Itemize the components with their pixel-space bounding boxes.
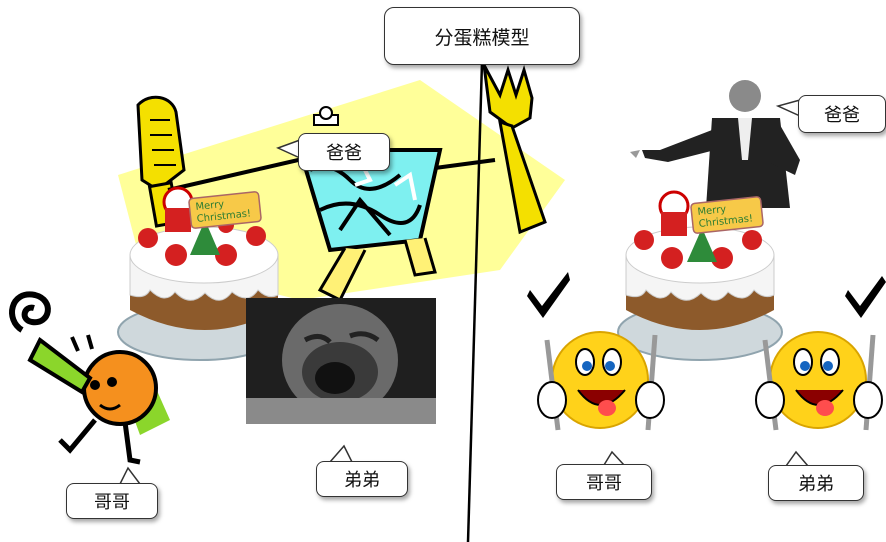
svg-text:Merry: Merry: [697, 204, 727, 218]
dad-label-right: 爸爸: [824, 105, 860, 126]
dad-label-left-callout: 爸爸: [298, 133, 390, 171]
christmas-cake-left: Merry Christmas!: [117, 186, 283, 361]
center-divider-line: [466, 61, 484, 542]
younger-brother-label-right: 弟弟: [798, 474, 834, 495]
callout-tail-older-left: [118, 466, 142, 485]
dad-label-left: 爸爸: [326, 143, 362, 164]
dad-label-right-callout: 爸爸: [798, 95, 886, 133]
crying-baby-photo: [246, 298, 436, 424]
older-brother-label-left-callout: 哥哥: [66, 483, 158, 519]
callout-tail-dad-right: [775, 99, 801, 118]
businessman-dad-figure: [630, 80, 800, 208]
younger-brother-label-left-callout: 弟弟: [316, 461, 408, 497]
svg-text:Merry: Merry: [195, 199, 225, 213]
older-brother-label-right: 哥哥: [586, 473, 622, 494]
christmas-cake-right: Merry Christmas!: [617, 190, 783, 361]
hungry-smiley-right: [755, 331, 883, 431]
page-title: 分蛋糕模型: [434, 26, 530, 49]
callout-tail-younger-right: [784, 450, 810, 467]
younger-brother-label-left: 弟弟: [344, 470, 380, 491]
chef-dad-clipart: [136, 64, 547, 303]
checkmark-icon-left: [527, 272, 570, 318]
hungry-smiley-left: [537, 331, 665, 431]
older-brother-label-right-callout: 哥哥: [556, 464, 652, 500]
younger-brother-label-right-callout: 弟弟: [768, 465, 864, 501]
checkmark-icon-right: [845, 276, 886, 318]
older-brother-cartoon: [9, 291, 170, 465]
callout-tail-younger-left: [328, 444, 354, 463]
older-brother-label-left: 哥哥: [94, 492, 130, 513]
title-callout: 分蛋糕模型: [384, 7, 580, 65]
